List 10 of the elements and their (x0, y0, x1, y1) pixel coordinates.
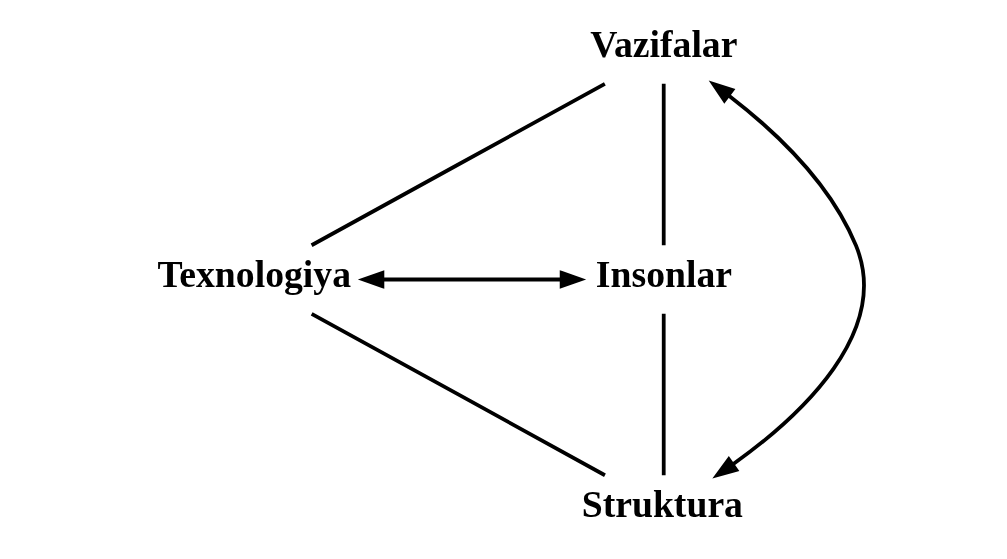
node-text: Struktura (581, 483, 743, 525)
node-text: Texnologiya (157, 253, 351, 296)
connector (310, 82, 606, 247)
arrow (357, 270, 587, 289)
connector (310, 312, 606, 477)
connector (661, 313, 666, 476)
node-text: Vazifalar (590, 23, 738, 66)
connector (661, 83, 666, 246)
arrow (708, 80, 866, 479)
node-text: Insonlar (595, 253, 732, 296)
